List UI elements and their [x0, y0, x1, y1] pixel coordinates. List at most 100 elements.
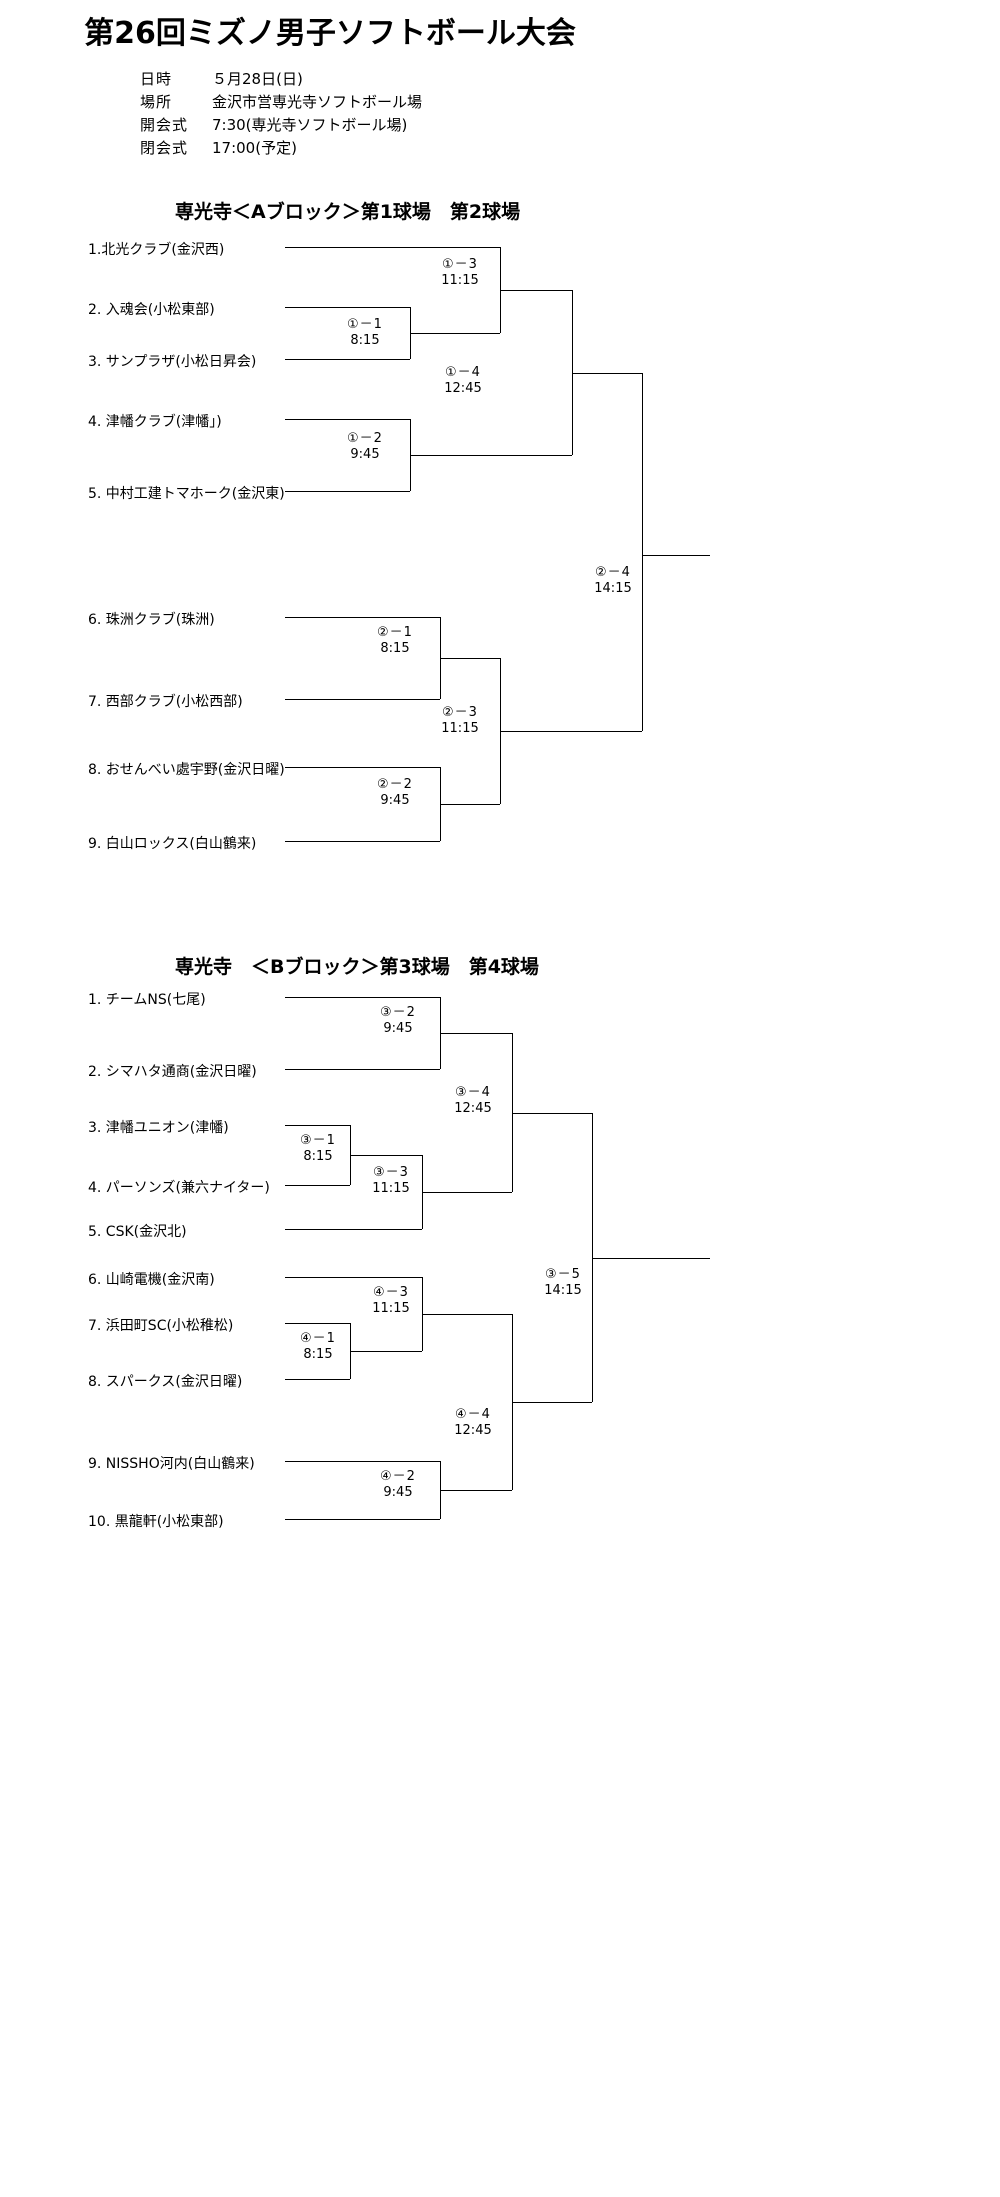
bracket-line	[285, 1125, 350, 1126]
bracket-line	[642, 373, 643, 731]
info-label: 日時	[140, 70, 173, 88]
bracket-line	[422, 1192, 512, 1193]
list-item: 3. 津幡ユニオン(津幡)	[88, 1120, 229, 1136]
bracket-line	[285, 1323, 350, 1324]
bracket-line	[410, 333, 500, 334]
match-number: ②－3	[442, 705, 478, 720]
match-label: ①－1 8:15	[330, 317, 400, 349]
bracket-line	[285, 247, 500, 248]
bracket-line	[512, 1402, 592, 1403]
list-item: 8. スパークス(金沢日曜)	[88, 1374, 243, 1390]
match-label: ②－3 11:15	[425, 705, 495, 737]
bracket-block-b: 1. チームNS(七尾) 2. シマハタ通商(金沢日曜) 3. 津幡ユニオン(津…	[0, 975, 1000, 1555]
info-label: 場所	[140, 93, 173, 111]
event-info: 日時 ５月28日(日) 場所 金沢市営専光寺ソフトボール場 開会式 7:30(専…	[140, 68, 422, 160]
match-label: ①－2 9:45	[330, 431, 400, 463]
match-label: ③－3 11:15	[358, 1165, 424, 1197]
list-item: 6. 珠洲クラブ(珠洲)	[88, 612, 215, 628]
bracket-line	[285, 359, 410, 360]
match-label: ②－1 8:15	[360, 625, 430, 657]
info-row-closing: 閉会式 17:00(予定)	[140, 137, 422, 160]
match-label: ①－4 12:45	[428, 365, 498, 397]
block-b-heading: 専光寺 ＜Bブロック＞第3球場 第4球場	[175, 956, 539, 978]
match-label: ②－4 14:15	[578, 565, 648, 597]
list-item: 7. 西部クラブ(小松西部)	[88, 694, 243, 710]
match-number: ④－4	[455, 1407, 491, 1422]
match-label: ③－5 14:15	[528, 1267, 598, 1299]
bracket-line	[285, 1229, 422, 1230]
match-time: 11:15	[441, 721, 479, 736]
bracket-block-a: 1.北光クラブ(金沢西) 2. 入魂会(小松東部) 3. サンプラザ(小松日昇会…	[0, 225, 1000, 865]
bracket-line	[285, 1185, 350, 1186]
match-time: 11:15	[372, 1181, 410, 1196]
bracket-line	[500, 290, 572, 291]
bracket-line	[285, 767, 440, 768]
list-item: 5. CSK(金沢北)	[88, 1224, 187, 1240]
match-label: ②－2 9:45	[360, 777, 430, 809]
bracket-line	[285, 1069, 440, 1070]
list-item: 9. 白山ロックス(白山鶴来)	[88, 836, 257, 852]
match-number: ③－2	[380, 1005, 416, 1020]
info-row-datetime: 日時 ５月28日(日)	[140, 68, 422, 91]
match-number: ③－4	[455, 1085, 491, 1100]
list-item: 3. サンプラザ(小松日昇会)	[88, 354, 257, 370]
bracket-line	[440, 1033, 512, 1034]
bracket-line	[440, 658, 500, 659]
list-item: 5. 中村工建トマホーク(金沢東)	[88, 486, 285, 502]
match-time: 8:15	[350, 333, 380, 348]
bracket-line	[440, 1490, 512, 1491]
match-time: 12:45	[444, 381, 482, 396]
list-item: 7. 浜田町SC(小松稚松)	[88, 1318, 234, 1334]
bracket-line	[642, 555, 710, 556]
match-time: 12:45	[454, 1101, 492, 1116]
match-label: ④－2 9:45	[363, 1469, 433, 1501]
info-row-opening: 開会式 7:30(専光寺ソフトボール場)	[140, 114, 422, 137]
match-number: ②－1	[377, 625, 413, 640]
bracket-line	[285, 841, 440, 842]
bracket-line	[285, 419, 410, 420]
bracket-line	[592, 1113, 593, 1402]
list-item: 8. おせんべい處宇野(金沢日曜)	[88, 762, 285, 778]
block-a-heading: 専光寺＜Aブロック＞第1球場 第2球場	[175, 201, 521, 223]
bracket-line	[285, 307, 410, 308]
match-label: ③－4 12:45	[438, 1085, 508, 1117]
match-number: ③－1	[300, 1133, 336, 1148]
match-number: ②－2	[377, 777, 413, 792]
match-number: ④－2	[380, 1469, 416, 1484]
info-value: 金沢市営専光寺ソフトボール場	[212, 93, 423, 111]
match-time: 12:45	[454, 1423, 492, 1438]
bracket-line	[500, 731, 642, 732]
match-label: ④－4 12:45	[438, 1407, 508, 1439]
bracket-line	[350, 1351, 422, 1352]
match-label: ④－1 8:15	[285, 1331, 351, 1363]
list-item: 10. 黒龍軒(小松東部)	[88, 1514, 224, 1530]
bracket-line	[350, 1155, 422, 1156]
list-item: 4. パーソンズ(兼六ナイター)	[88, 1180, 270, 1196]
bracket-line	[512, 1113, 592, 1114]
match-time: 8:15	[380, 641, 410, 656]
bracket-line	[285, 1519, 440, 1520]
bracket-line	[285, 1461, 440, 1462]
match-time: 14:15	[544, 1283, 582, 1298]
bracket-line	[285, 491, 410, 492]
match-time: 11:15	[441, 273, 479, 288]
match-number: ③－5	[545, 1267, 581, 1282]
list-item: 4. 津幡クラブ(津幡」)	[88, 414, 222, 430]
match-time: 9:45	[383, 1485, 413, 1500]
match-number: ①－2	[347, 431, 383, 446]
bracket-line	[572, 373, 642, 374]
bracket-line	[422, 1314, 512, 1315]
bracket-line	[440, 804, 500, 805]
list-item: 9. NISSHO河内(白山鶴来)	[88, 1456, 255, 1472]
list-item: 2. シマハタ通商(金沢日曜)	[88, 1064, 257, 1080]
info-label: 開会式	[140, 116, 189, 134]
bracket-line	[285, 617, 440, 618]
match-number: ④－3	[373, 1285, 409, 1300]
bracket-line	[285, 699, 440, 700]
match-time: 14:15	[594, 581, 632, 596]
match-time: 8:15	[303, 1347, 333, 1362]
match-number: ①－3	[442, 257, 478, 272]
match-label: ①－3 11:15	[425, 257, 495, 289]
match-number: ④－1	[300, 1331, 336, 1346]
match-label: ③－2 9:45	[363, 1005, 433, 1037]
